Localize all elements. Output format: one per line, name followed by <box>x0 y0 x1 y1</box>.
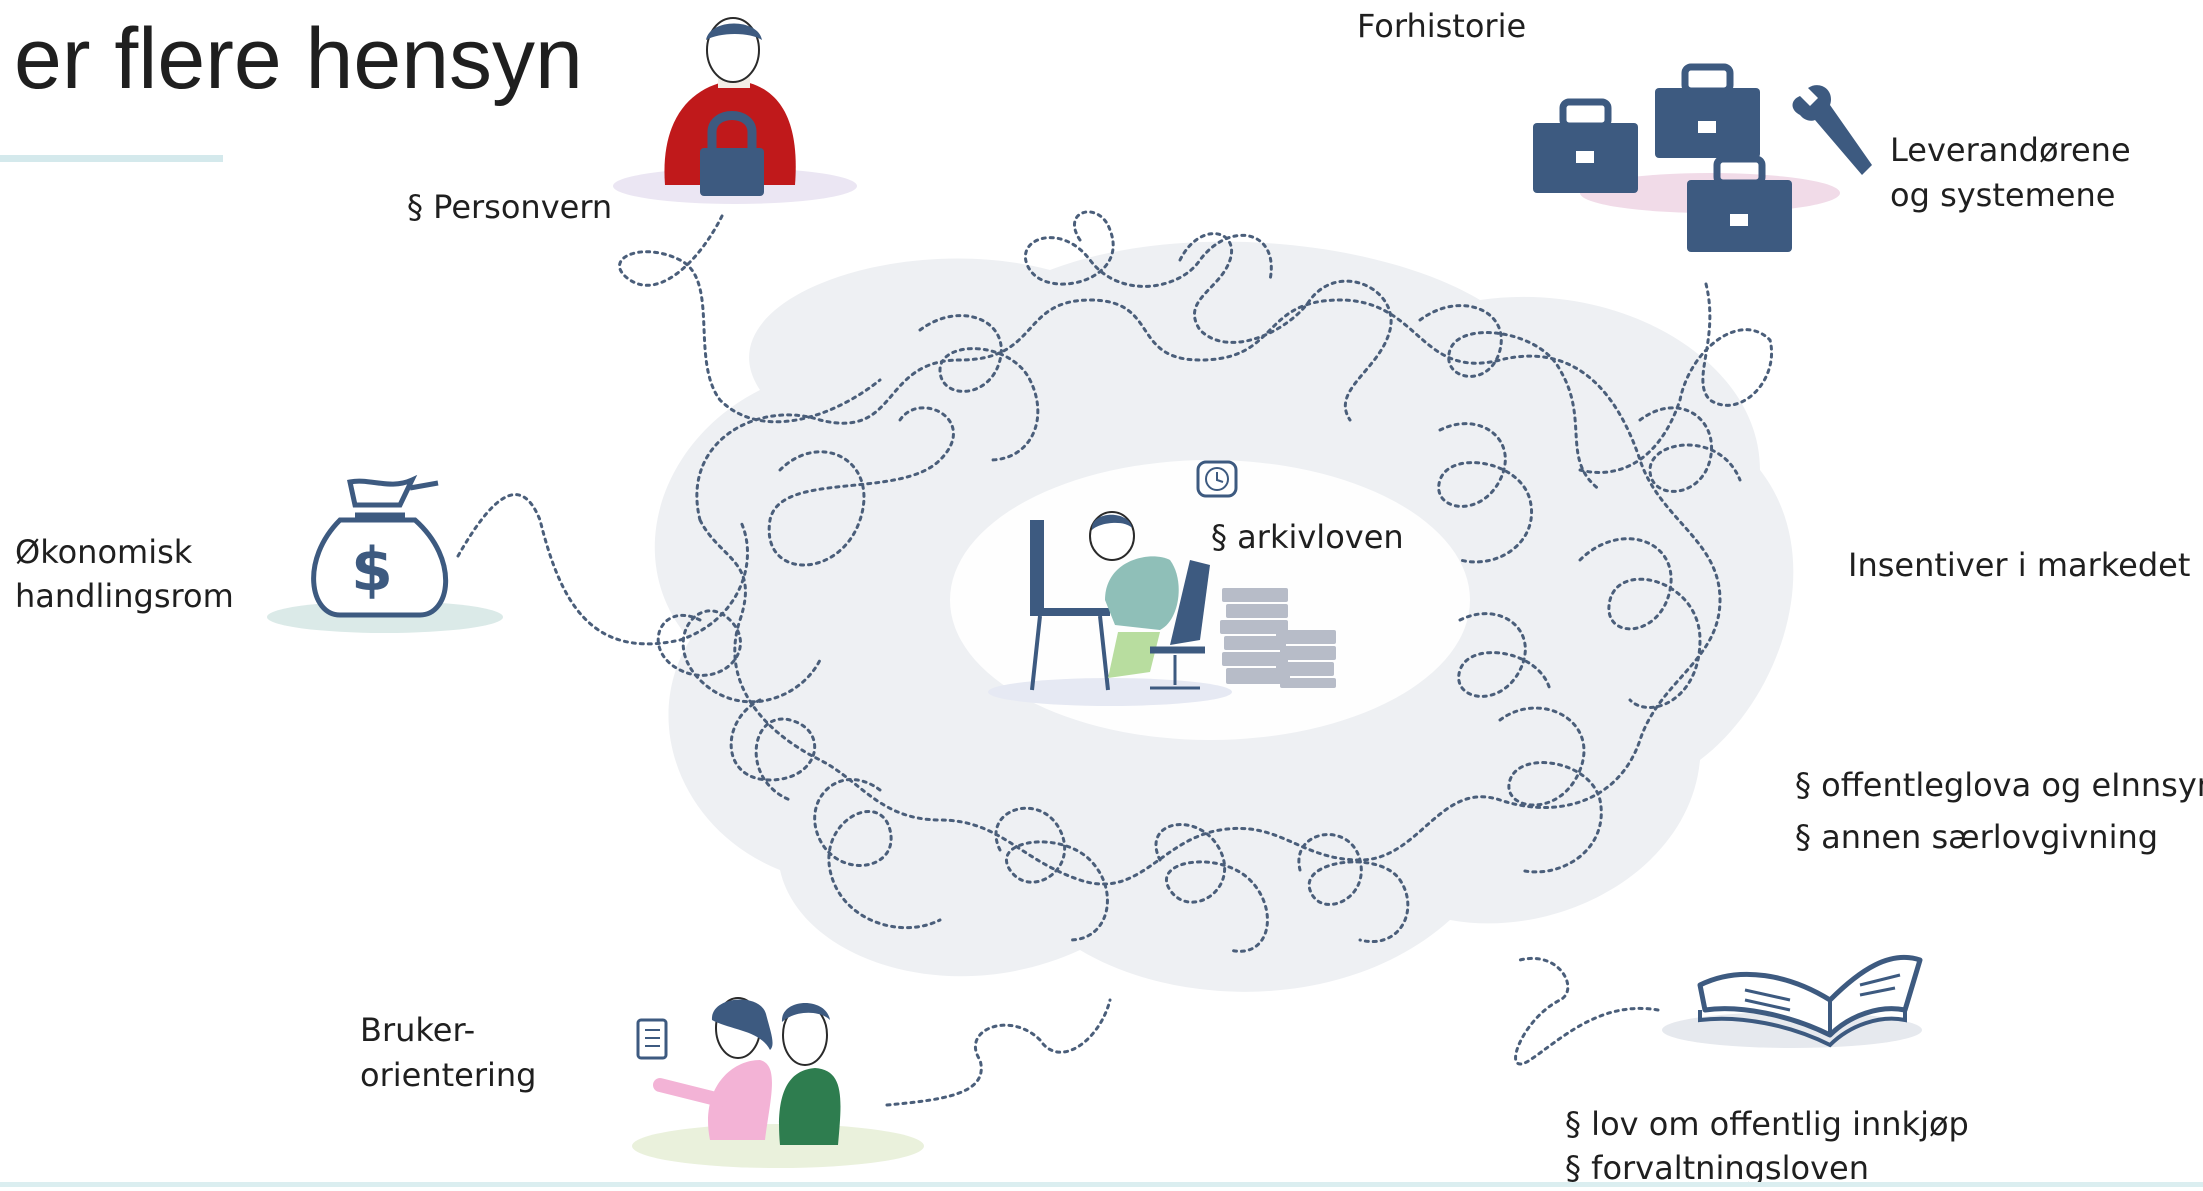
person-at-computer-icon <box>988 511 1336 706</box>
open-book-icon <box>1662 954 1923 1048</box>
label-okonomisk-line2: handlingsrom <box>15 577 234 615</box>
person-with-padlock-icon <box>613 17 857 204</box>
slide-title: er flere hensyn <box>14 11 583 107</box>
label-bruker-line1: Bruker- <box>360 1011 476 1049</box>
label-leverandorene-line1: Leverandørene <box>1890 131 2131 169</box>
label-forvaltningsloven: § forvaltningsloven <box>1565 1149 1869 1187</box>
clock-icon <box>1196 460 1238 498</box>
money-bag-icon: $ <box>267 474 503 633</box>
briefcases-with-wrench-icon <box>1533 63 1872 252</box>
svg-text:$: $ <box>351 535 393 605</box>
label-okonomisk-line1: Økonomisk <box>15 533 193 571</box>
label-leverandorene-line2: og systemene <box>1890 176 2116 214</box>
label-personvern: § Personvern <box>407 188 613 226</box>
bottom-rule <box>0 1182 2203 1187</box>
title-underline <box>0 155 223 162</box>
label-saerlovgivning: § annen særlovgivning <box>1795 818 2159 856</box>
label-insentiver: Insentiver i markedet <box>1848 546 2191 584</box>
label-arkivloven: § arkivloven <box>1211 518 1404 556</box>
two-people-with-checklist-icon <box>632 997 924 1168</box>
label-bruker-line2: orientering <box>360 1056 537 1094</box>
tangled-lines <box>456 210 1773 1107</box>
label-offentleglova: § offentleglova og eInnsyn <box>1795 766 2203 804</box>
tangled-cloud <box>654 241 1794 992</box>
label-forhistorie: Forhistorie <box>1357 7 1527 45</box>
label-innkjop: § lov om offentlig innkjøp <box>1565 1105 1969 1143</box>
